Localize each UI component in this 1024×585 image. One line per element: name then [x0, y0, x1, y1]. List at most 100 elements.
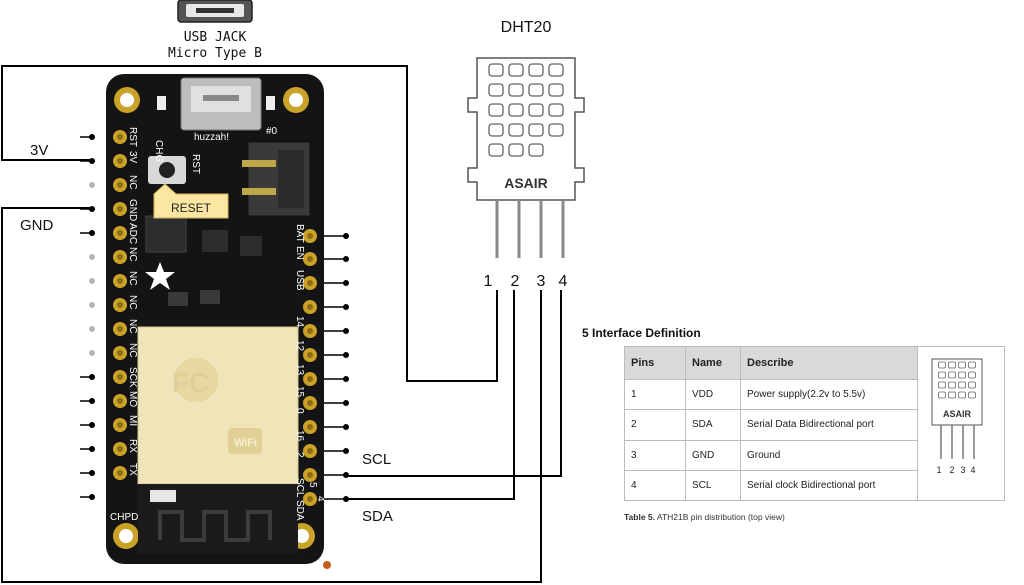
vent-slot — [528, 143, 544, 157]
left-pin-pad-hole — [117, 158, 123, 164]
left-pin-pad-hole — [117, 206, 123, 212]
right-pin-label: 13 — [294, 364, 305, 376]
table-row: 4 SCL Serial clock Bidirectional port — [624, 469, 1005, 502]
left-pin-pad-hole — [117, 326, 123, 332]
thumb-vent-slot — [948, 381, 956, 389]
vent-slot — [488, 103, 504, 117]
thumb-pin-3: 3 — [960, 465, 965, 475]
left-pin-pad-hole — [117, 278, 123, 284]
vent-slot — [528, 103, 544, 117]
header-pin-dot — [343, 424, 349, 430]
header-pin-dot-unused — [89, 302, 95, 308]
cell-describe: Serial clock Bidirectional port — [740, 469, 918, 502]
right-pin-label: 14 — [294, 316, 305, 328]
cell-describe: Power supply(2.2v to 5.5v) — [740, 379, 918, 411]
right-pin-label: EN — [294, 246, 305, 260]
cell-name: GND — [685, 439, 741, 471]
thumb-vent-slot — [968, 391, 976, 399]
interface-definition: 5 Interface Definition Pins Name Describ… — [576, 322, 1016, 532]
wire-3v — [1, 65, 498, 382]
thumb-vent-slot — [958, 371, 966, 379]
sensor-title: DHT20 — [501, 19, 552, 36]
wire-label-gnd: GND — [20, 217, 54, 234]
left-pin-pad-hole — [117, 182, 123, 188]
wire-label-scl: SCL — [362, 451, 391, 468]
sensor-pin-3: 3 — [537, 273, 546, 290]
right-pin-pad-hole — [307, 472, 313, 478]
svg-text:FC: FC — [172, 367, 209, 398]
header-pin-dot-unused — [89, 182, 95, 188]
thumb-vent-slot — [958, 391, 966, 399]
thumb-brand: ASAIR — [943, 409, 972, 419]
header-pin-dot — [89, 134, 95, 140]
thumb-vent-slot — [948, 391, 956, 399]
caption-text: ATH21B pin distribution (top view) — [655, 512, 785, 522]
vent-slot — [508, 123, 524, 137]
left-pin-pad-hole — [117, 446, 123, 452]
header-pin-dot — [343, 280, 349, 286]
chg-label: CHG — [153, 140, 164, 162]
sensor-vent-grid — [488, 63, 564, 157]
left-pin-label: NC — [127, 175, 138, 189]
reset-callout — [153, 183, 229, 219]
thumb-vent-slot — [958, 381, 966, 389]
header-pins: Pins — [624, 345, 686, 381]
sensor-pin-2: 2 — [511, 273, 520, 290]
right-pin-pad-hole — [307, 328, 313, 334]
right-pin-pad-hole — [307, 496, 313, 502]
pin-table: Pins Name Describe ASAIR 1 2 3 4 — [624, 345, 1005, 502]
left-pin-pad-hole — [117, 134, 123, 140]
header-pin-dot — [343, 328, 349, 334]
sensor-pin-1: 1 — [484, 273, 493, 290]
left-pin-label: NC — [127, 295, 138, 309]
right-pin-label: 4 — [315, 496, 326, 502]
cell-pin: 4 — [624, 469, 686, 502]
table-caption: Table 5. ATH21B pin distribution (top vi… — [624, 512, 785, 522]
right-pin-label: SCL — [294, 478, 305, 498]
sensor-thumbnail-cell: ASAIR 1 2 3 4 — [917, 346, 1005, 501]
header-pin-dot — [89, 422, 95, 428]
left-pin-label: 3V — [127, 151, 138, 164]
table-title: 5 Interface Definition — [582, 326, 701, 340]
hash0-label: #0 — [266, 126, 278, 137]
right-pin-pad-hole — [307, 376, 313, 382]
header-pin-dot — [89, 398, 95, 404]
thumb-vent-slot — [938, 391, 946, 399]
vent-slot — [508, 63, 524, 77]
sensor-pin-4: 4 — [559, 273, 568, 290]
left-pin-pad-hole — [117, 254, 123, 260]
right-pin-label: USB — [294, 270, 305, 291]
left-pin-pad-hole — [117, 422, 123, 428]
right-pin-label: 15 — [294, 386, 305, 398]
left-pin-pad-hole — [117, 302, 123, 308]
wire-gnd — [1, 207, 542, 583]
cell-describe: Ground — [740, 439, 918, 471]
dht20-sensor — [467, 57, 585, 258]
header-pin-dot — [343, 256, 349, 262]
left-pin-label: ADC — [127, 223, 138, 244]
left-pin-pads — [113, 130, 127, 480]
left-pin-pad-hole — [117, 470, 123, 476]
header-pin-dot — [343, 400, 349, 406]
thumb-vent-slot — [968, 361, 976, 369]
chpd-label: CHPD — [110, 512, 138, 523]
header-pin-dot — [343, 448, 349, 454]
usb-jack-label-line1: USB JACK — [184, 30, 247, 45]
header-pin-dot — [343, 304, 349, 310]
wire-scl — [346, 290, 562, 477]
vent-slot — [548, 83, 564, 97]
header-pin-dot — [343, 352, 349, 358]
header-pin-dot — [343, 376, 349, 382]
right-pin-label: 2 — [294, 452, 305, 458]
right-pin-pad-hole — [307, 424, 313, 430]
vent-slot — [508, 103, 524, 117]
right-pin-label: SDA — [294, 500, 305, 521]
thumb-vent-slot — [968, 381, 976, 389]
header-pins — [80, 134, 349, 502]
header-pin-dot — [89, 374, 95, 380]
header-pin-dot — [343, 233, 349, 239]
sensor-brand: ASAIR — [504, 175, 548, 191]
left-pin-label: NC — [127, 247, 138, 261]
thumb-pin-4: 4 — [970, 465, 975, 475]
